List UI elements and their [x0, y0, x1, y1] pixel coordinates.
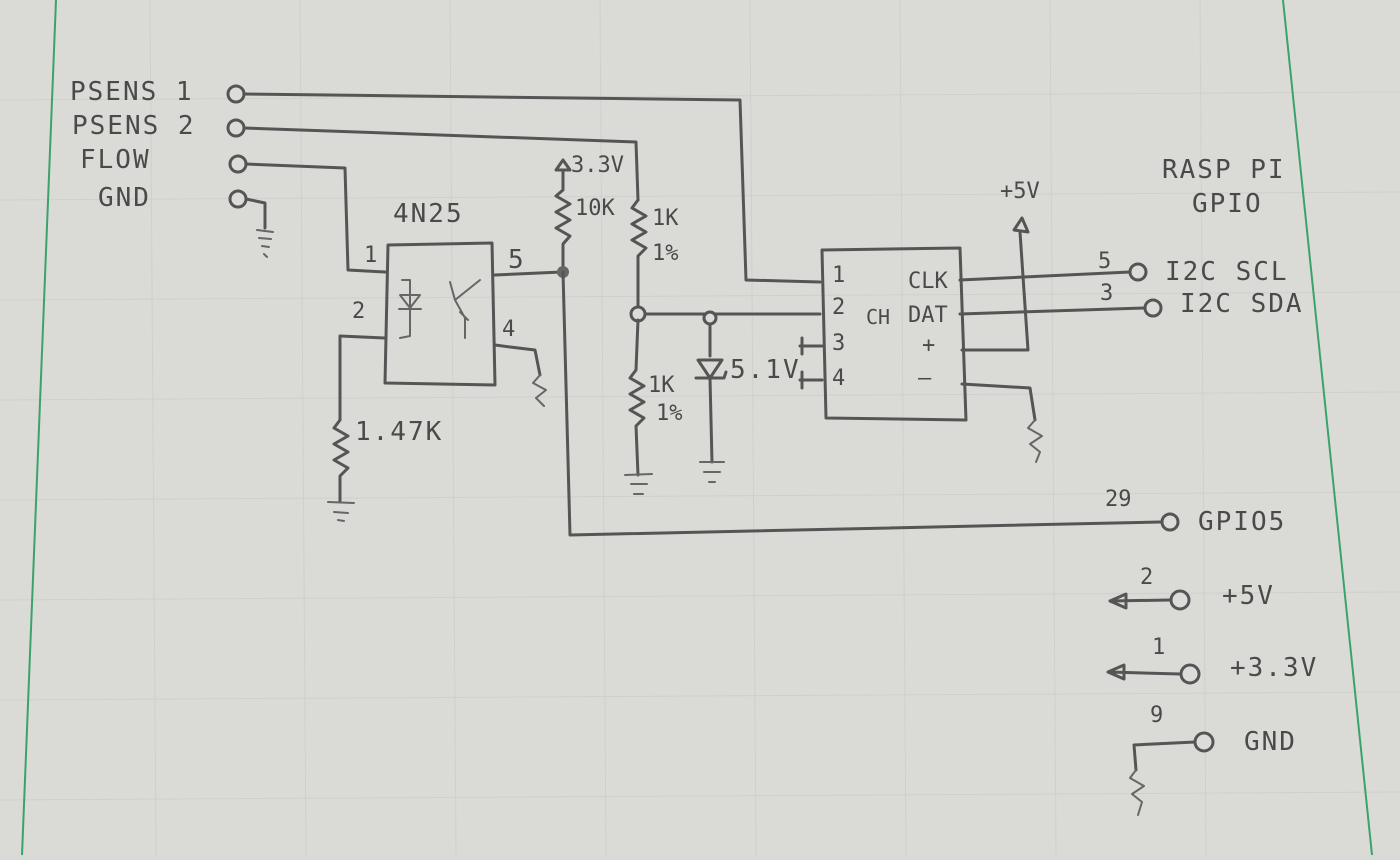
opto-phototransistor-icon — [449, 279, 481, 339]
wire-opto-pin2 — [338, 334, 387, 422]
label-r-top: 1K — [652, 206, 679, 231]
wire-5v-arrow — [1108, 592, 1172, 610]
label-psens2: PSENS 2 — [72, 111, 196, 141]
raspi-title-1: RASP PI — [1162, 155, 1286, 185]
resistor-1k-bottom — [628, 318, 646, 477]
ic-pin1: 1 — [832, 263, 845, 288]
label-scl: I2C SCL — [1165, 257, 1289, 287]
wire-sda — [958, 306, 1147, 316]
label-psens1: PSENS 1 — [70, 77, 194, 107]
terminal-scl — [1128, 262, 1148, 282]
ic-clk-label: CLK — [908, 269, 948, 294]
pin-33v-number: 1 — [1152, 635, 1165, 660]
pin-sda-number: 3 — [1100, 281, 1113, 306]
label-flow: FLOW — [80, 145, 151, 175]
opto-pin5: 5 — [508, 245, 526, 275]
label-pi-gnd: GND — [1244, 727, 1297, 757]
wire-gpio5 — [561, 270, 1162, 537]
label-r-bottom-tol: 1% — [656, 401, 683, 426]
ic-ch-label: CH — [866, 305, 890, 329]
wire-scl — [958, 270, 1132, 282]
opto-pin2: 2 — [352, 299, 365, 324]
pin-scl-number: 5 — [1098, 249, 1111, 274]
wire-ic-supply — [960, 230, 1030, 352]
pin-gpio5-number: 29 — [1105, 487, 1132, 512]
supply-arrow-5v — [1012, 216, 1030, 234]
ic-pin4: 4 — [832, 366, 845, 391]
margin-line-left — [21, 0, 57, 856]
terminal-psens1 — [226, 84, 246, 104]
ground-symbol-divider — [624, 473, 653, 495]
terminal-5v — [1169, 589, 1191, 611]
resistor-1k-top — [630, 198, 648, 314]
label-5v: +5V — [1222, 581, 1275, 611]
wire-psens1 — [242, 92, 822, 284]
label-gpio5: GPIO5 — [1198, 507, 1286, 537]
wire-gnd-input — [244, 197, 267, 230]
label-zener: 5.1V — [730, 355, 801, 385]
zener-diode — [694, 322, 728, 464]
label-sda: I2C SDA — [1180, 289, 1304, 319]
ground-symbol-opto — [532, 374, 547, 407]
margin-line-right — [1282, 0, 1373, 856]
terminal-33v — [1179, 663, 1201, 685]
ic-plus-label: + — [922, 333, 935, 358]
opto-name: 4N25 — [393, 199, 464, 229]
wire-ic-ground — [960, 382, 1037, 422]
opto-pin4: 4 — [502, 317, 515, 342]
wire-pi-gnd — [1132, 740, 1197, 772]
ic-minus-label: — — [918, 366, 932, 391]
resistor-10k — [554, 168, 572, 274]
label-r-top-tol: 1% — [652, 241, 679, 266]
label-r-led: 1.47K — [355, 417, 443, 447]
ic-pins-3-4-tie — [798, 336, 824, 390]
wire-flow — [244, 162, 387, 274]
ground-symbol-input — [256, 229, 274, 258]
pin-gnd-number: 9 — [1150, 703, 1163, 728]
ic-pin3: 3 — [832, 331, 845, 356]
wire-33v-arrow — [1106, 663, 1182, 681]
terminal-pi-gnd — [1193, 731, 1215, 753]
ic-pin2: 2 — [832, 295, 845, 320]
label-gnd-input: GND — [98, 183, 151, 213]
terminal-gnd — [228, 189, 248, 209]
ic-dat-label: DAT — [908, 303, 948, 328]
wire-psens2 — [242, 126, 640, 202]
label-supply-5: +5V — [1000, 179, 1040, 204]
ground-symbol-led — [327, 501, 355, 522]
terminal-flow — [228, 154, 248, 174]
ground-symbol-ic — [1027, 419, 1043, 463]
wire-opto-pin5 — [493, 270, 564, 277]
raspi-title-2: GPIO — [1192, 189, 1263, 219]
label-r-pullup: 10K — [575, 196, 615, 221]
ground-symbol-pi — [1129, 769, 1145, 816]
label-33v: +3.3V — [1230, 653, 1318, 683]
ground-symbol-zener — [699, 461, 725, 483]
wire-opto-pin4 — [493, 343, 542, 377]
opto-led-icon — [398, 294, 422, 310]
junction-zener — [702, 310, 718, 326]
opto-pin1: 1 — [364, 243, 377, 268]
terminal-sda — [1143, 298, 1163, 318]
label-supply-33: 3.3V — [571, 153, 624, 178]
terminal-gpio5 — [1160, 512, 1180, 532]
terminal-psens2 — [226, 118, 246, 138]
ic-adc — [820, 246, 968, 422]
label-r-bottom: 1K — [648, 373, 675, 398]
resistor-1-47k — [332, 418, 350, 504]
pin-5v-number: 2 — [1140, 565, 1153, 590]
